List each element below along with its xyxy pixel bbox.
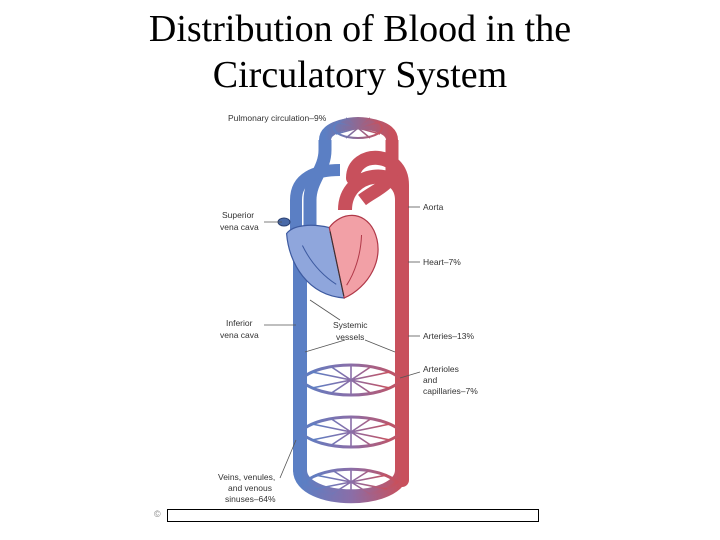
label-arteries: Arteries–13% [423,331,474,341]
pulmonary-capillary-bed [319,117,398,142]
label-inferior-vc-2: vena cava [220,330,259,340]
aortic-arch [338,169,409,211]
heart [285,214,379,299]
label-heart: Heart–7% [423,257,461,267]
label-superior-vc-1: Superior [222,210,254,220]
label-systemic-1: Systemic [333,320,368,330]
label-superior-vc-2: vena cava [220,222,259,232]
label-arterioles-1: Arterioles [423,364,459,374]
title-line-2: Circulatory System [212,54,508,96]
label-arterioles-2: and [423,375,437,385]
copyright-symbol: © [154,509,161,519]
label-inferior-vc-1: Inferior [226,318,253,328]
label-veins-3: sinuses–64% [225,494,276,504]
systemic-artery [346,150,409,487]
heart-left-side [328,214,379,299]
capillary-bed-2 [297,415,405,449]
label-aorta: Aorta [423,202,444,212]
label-systemic-2: vessels [336,332,364,342]
caption-bar [167,509,539,522]
label-arterioles-3: capillaries–7% [423,386,478,396]
capillary-bed-1 [297,363,405,397]
slide-title: Distribution of Blood in the Circulatory… [0,6,720,98]
label-veins-2: and venous [228,483,272,493]
vena-cava-arch [290,164,341,230]
label-pulmonary: Pulmonary circulation–9% [228,113,327,123]
capillary-bed-3 [302,467,400,497]
leader-lines [264,206,421,479]
title-line-1: Distribution of Blood in the [148,8,572,50]
pulmonary-artery [303,140,332,228]
pulmonary-vein [358,140,399,206]
label-veins-1: Veins, venules, [218,472,275,482]
